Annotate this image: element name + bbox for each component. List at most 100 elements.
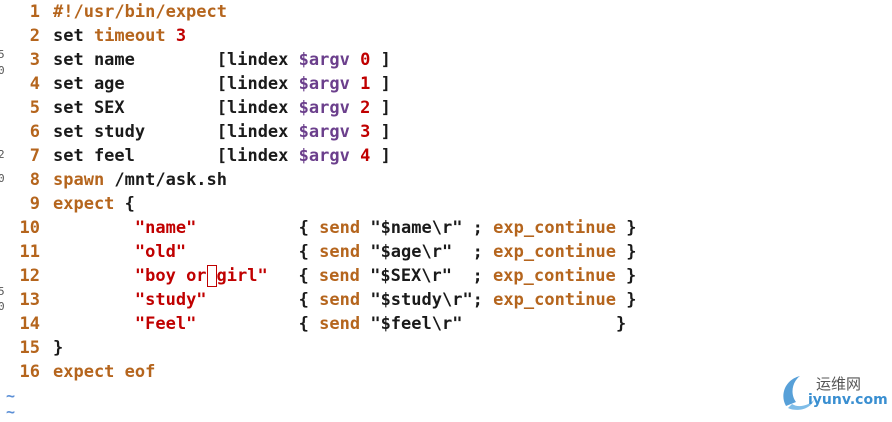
- code-token: eof: [124, 362, 156, 382]
- code-token: }: [615, 290, 637, 310]
- edge-glyph: 5: [0, 285, 5, 298]
- line-number: 7: [29, 146, 40, 166]
- code-token: [53, 266, 135, 286]
- code-token: [350, 122, 360, 142]
- code-token: set: [53, 26, 94, 46]
- code-token: send: [318, 266, 360, 286]
- code-token: $argv: [298, 50, 350, 70]
- code-token: }: [615, 218, 637, 238]
- code-line[interactable]: 11 "old" { send "$age\r" ; exp_continue …: [0, 240, 637, 264]
- edge-glyph: 2: [0, 148, 5, 161]
- line-number: 16: [19, 362, 40, 382]
- line-number: 11: [19, 242, 40, 262]
- code-token: [114, 362, 124, 382]
- code-line[interactable]: 3 set name [lindex $argv 0 ]: [0, 48, 391, 72]
- code-text: expect {: [53, 194, 135, 214]
- code-line[interactable]: 9 expect {: [0, 192, 135, 216]
- line-number: 9: [29, 194, 40, 214]
- code-token: send: [319, 290, 361, 310]
- code-token: "$age\r" ;: [360, 242, 494, 262]
- edge-glyph: 0: [0, 172, 5, 185]
- code-token: ]: [370, 50, 391, 70]
- code-token: [350, 98, 360, 118]
- code-token: spawn: [53, 170, 105, 190]
- code-token: {: [206, 290, 320, 310]
- code-token: set name [lindex: [53, 50, 299, 70]
- code-token: "Feel": [134, 314, 197, 334]
- line-number: 4: [29, 74, 40, 94]
- code-line[interactable]: 16 expect eof: [0, 360, 156, 384]
- code-text: expect eof: [53, 362, 155, 382]
- code-token: {: [196, 314, 320, 334]
- code-token: set SEX [lindex: [53, 98, 299, 118]
- code-text: set name [lindex $argv 0 ]: [53, 50, 391, 70]
- code-token: exp_continue: [493, 218, 616, 238]
- code-line[interactable]: 1 #!/usr/bin/expect: [0, 0, 227, 24]
- line-number: 6: [29, 122, 40, 142]
- text-cursor: [206, 265, 217, 287]
- code-token: [53, 242, 135, 262]
- code-token: "old": [134, 242, 187, 262]
- code-line[interactable]: 5 set SEX [lindex $argv 2 ]: [0, 96, 391, 120]
- line-number: 10: [19, 218, 40, 238]
- code-token: $argv: [298, 98, 350, 118]
- line-number: 15: [19, 338, 40, 358]
- code-token: 4: [360, 146, 371, 166]
- line-number: 13: [19, 290, 40, 310]
- code-text: #!/usr/bin/expect: [53, 2, 227, 22]
- code-token: exp_continue: [493, 290, 616, 310]
- code-line[interactable]: 8 spawn /mnt/ask.sh: [0, 168, 227, 192]
- code-line[interactable]: 14 "Feel" { send "$feel\r" }: [0, 312, 627, 336]
- code-token: girl": [216, 266, 268, 286]
- line-number: 2: [29, 26, 40, 46]
- code-token: ]: [370, 146, 391, 166]
- code-text: "Feel" { send "$feel\r" }: [53, 314, 626, 334]
- code-token: {: [186, 242, 320, 262]
- code-token: ]: [370, 98, 391, 118]
- code-token: [166, 26, 176, 46]
- code-token: timeout: [93, 26, 166, 46]
- line-number: 5: [29, 98, 40, 118]
- code-token: set study [lindex: [53, 122, 299, 142]
- code-token: }: [615, 242, 637, 262]
- code-line[interactable]: 13 "study" { send "$study\r"; exp_contin…: [0, 288, 637, 312]
- code-token: expect: [53, 194, 115, 214]
- line-number: 1: [29, 2, 40, 22]
- code-token: "$feel\r" }: [360, 314, 627, 334]
- code-token: "name": [134, 218, 197, 238]
- code-token: $argv: [298, 122, 350, 142]
- line-number: 8: [29, 170, 40, 190]
- code-token: "$name\r" ;: [360, 218, 494, 238]
- code-token: [53, 218, 135, 238]
- line-number: 3: [29, 50, 40, 70]
- code-token: 2: [360, 98, 371, 118]
- code-text: set SEX [lindex $argv 2 ]: [53, 98, 391, 118]
- code-line[interactable]: 10 "name" { send "$name\r" ; exp_continu…: [0, 216, 637, 240]
- code-token: exp_continue: [493, 242, 616, 262]
- code-token: exp_continue: [492, 266, 616, 286]
- code-token: /mnt/ask.sh: [104, 170, 228, 190]
- code-token: [350, 50, 360, 70]
- code-token: 1: [360, 74, 371, 94]
- code-token: [350, 146, 360, 166]
- code-token: $argv: [298, 146, 350, 166]
- code-line[interactable]: 15}: [0, 336, 64, 360]
- code-token: [350, 74, 360, 94]
- code-token: }: [53, 338, 64, 358]
- code-token: $argv: [298, 74, 350, 94]
- code-token: set age [lindex: [53, 74, 299, 94]
- code-token: {: [196, 218, 320, 238]
- code-token: #!/usr/bin/expect: [53, 2, 227, 22]
- code-token: "$SEX\r" ;: [359, 266, 493, 286]
- code-token: [53, 314, 135, 334]
- edge-glyph: 5: [0, 48, 5, 61]
- code-token: send: [319, 314, 361, 334]
